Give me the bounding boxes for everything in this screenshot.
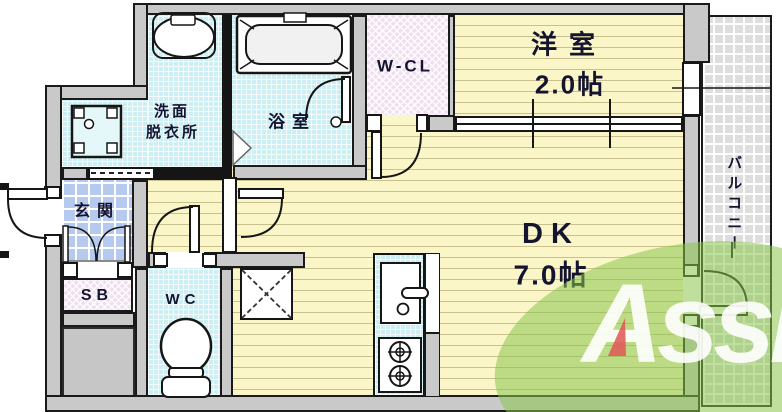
sliding-door-washroom: [88, 167, 155, 180]
window-icon: [682, 62, 701, 116]
washroom-label: 洗面: [153, 102, 191, 120]
door-jamb: [153, 253, 168, 267]
door-opening: [45, 199, 62, 234]
kitchen-counter: [373, 253, 425, 397]
door-jamb: [62, 262, 78, 278]
watermark-logo: Assist: [582, 261, 782, 386]
sliding-door-track: [455, 116, 683, 132]
entrance-door-arc: [7, 198, 48, 239]
bathroom-label: 浴室: [268, 112, 316, 132]
western-room-label: 洋室: [530, 29, 608, 60]
door-jamb: [416, 114, 428, 132]
wall: [62, 167, 88, 180]
room-entrance: [62, 180, 132, 262]
wall: [155, 167, 222, 180]
room-western: [455, 15, 683, 116]
western-room-size: 2.0帖: [534, 69, 606, 100]
door-jamb: [44, 186, 61, 199]
door-jamb: [366, 114, 382, 132]
wall: [132, 180, 148, 268]
door-jamb: [202, 253, 217, 267]
counter-side: [425, 253, 440, 333]
wall: [62, 312, 135, 327]
balcony-label: バルコニー: [725, 155, 743, 255]
door-opening: [166, 252, 204, 268]
washroom-label2: 脱衣所: [145, 123, 201, 141]
wall: [428, 115, 455, 132]
wall: [352, 15, 367, 180]
door-frame-column: [222, 177, 237, 253]
door-jamb: [117, 262, 133, 278]
refrigerator-space: [240, 268, 293, 320]
wall: [222, 15, 232, 180]
counter-side: [425, 333, 440, 397]
entrance-door-leaf: [7, 188, 48, 200]
wcl-label: W-CL: [376, 56, 434, 76]
dk-label: DK: [522, 218, 580, 251]
toilet-label: WC: [165, 290, 201, 308]
room-walk-in-closet: [367, 15, 448, 115]
room-washroom-lower: [62, 100, 148, 167]
wall: [683, 3, 710, 63]
wall: [135, 268, 148, 397]
wall-left: [45, 85, 62, 412]
wall: [220, 268, 233, 397]
door-jamb: [44, 234, 61, 247]
door-cap: [0, 183, 9, 190]
shoe-box-label: SB: [80, 287, 114, 305]
pipe-space: [62, 327, 135, 397]
room-toilet: [148, 268, 220, 395]
wall: [233, 165, 367, 180]
room-bathroom: [231, 15, 352, 165]
wall-top: [133, 3, 710, 15]
door-cap: [0, 251, 9, 258]
entrance-label: 玄関: [73, 203, 121, 221]
room-shoe-box: [62, 278, 133, 312]
room-washroom-upper: [148, 15, 222, 167]
